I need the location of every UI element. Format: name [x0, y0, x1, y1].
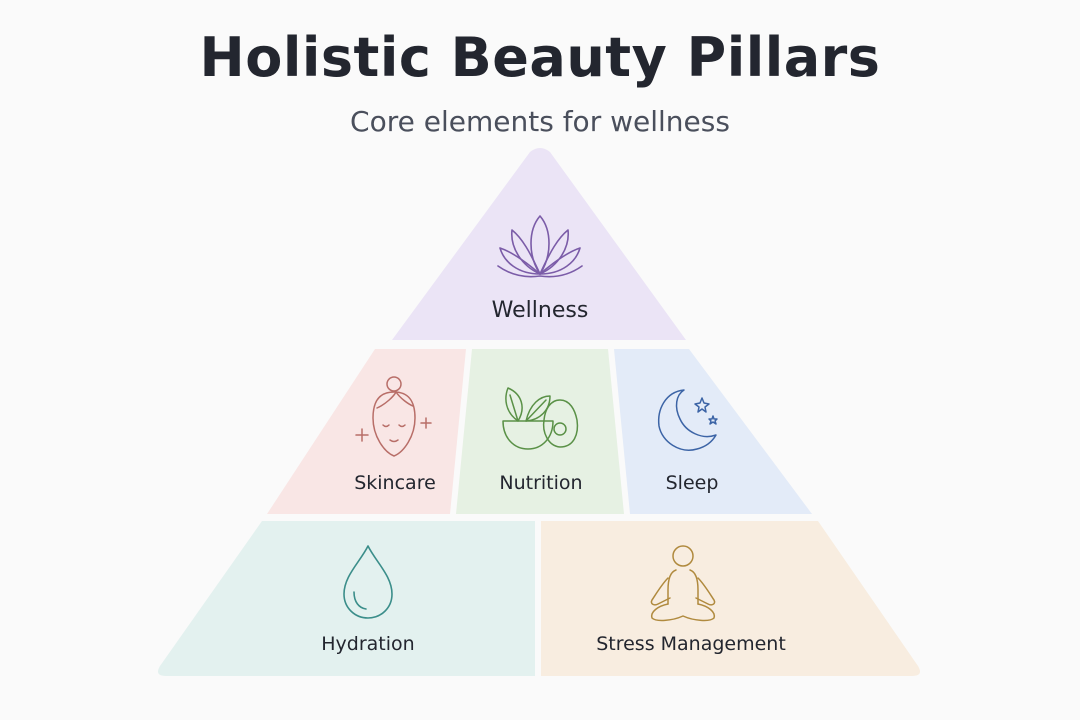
tier-wellness-label: Wellness: [492, 298, 589, 323]
tier-hydration-label: Hydration: [321, 633, 414, 655]
tier-stress-management-shape: [541, 521, 920, 676]
lotus-icon: [497, 215, 583, 278]
tier-hydration: Hydration: [158, 521, 535, 676]
avocado-leaves-icon: [502, 387, 579, 450]
tier-skincare: Skincare: [267, 349, 466, 514]
tier-wellness: Wellness: [392, 148, 686, 340]
tier-wellness-shape: [392, 148, 686, 340]
moon-stars-icon: [657, 389, 718, 451]
tier-sleep: Sleep: [614, 349, 812, 514]
page-subtitle: Core elements for wellness: [350, 105, 730, 138]
tier-stress-management: Stress Management: [541, 521, 920, 676]
tier-nutrition-shape: [456, 349, 624, 514]
water-drop-icon: [343, 545, 393, 619]
tier-sleep-shape: [614, 349, 812, 514]
face-sparkles-icon: [355, 376, 432, 457]
page-title: Holistic Beauty Pillars: [199, 26, 881, 89]
tier-skincare-shape: [267, 349, 466, 514]
tier-sleep-label: Sleep: [666, 472, 719, 494]
tier-hydration-shape: [158, 521, 535, 676]
tier-stress-management-label: Stress Management: [596, 633, 786, 655]
tier-nutrition-label: Nutrition: [499, 472, 582, 494]
tier-skincare-label: Skincare: [354, 472, 436, 494]
meditation-icon: [650, 545, 716, 622]
tier-nutrition: Nutrition: [456, 349, 624, 514]
